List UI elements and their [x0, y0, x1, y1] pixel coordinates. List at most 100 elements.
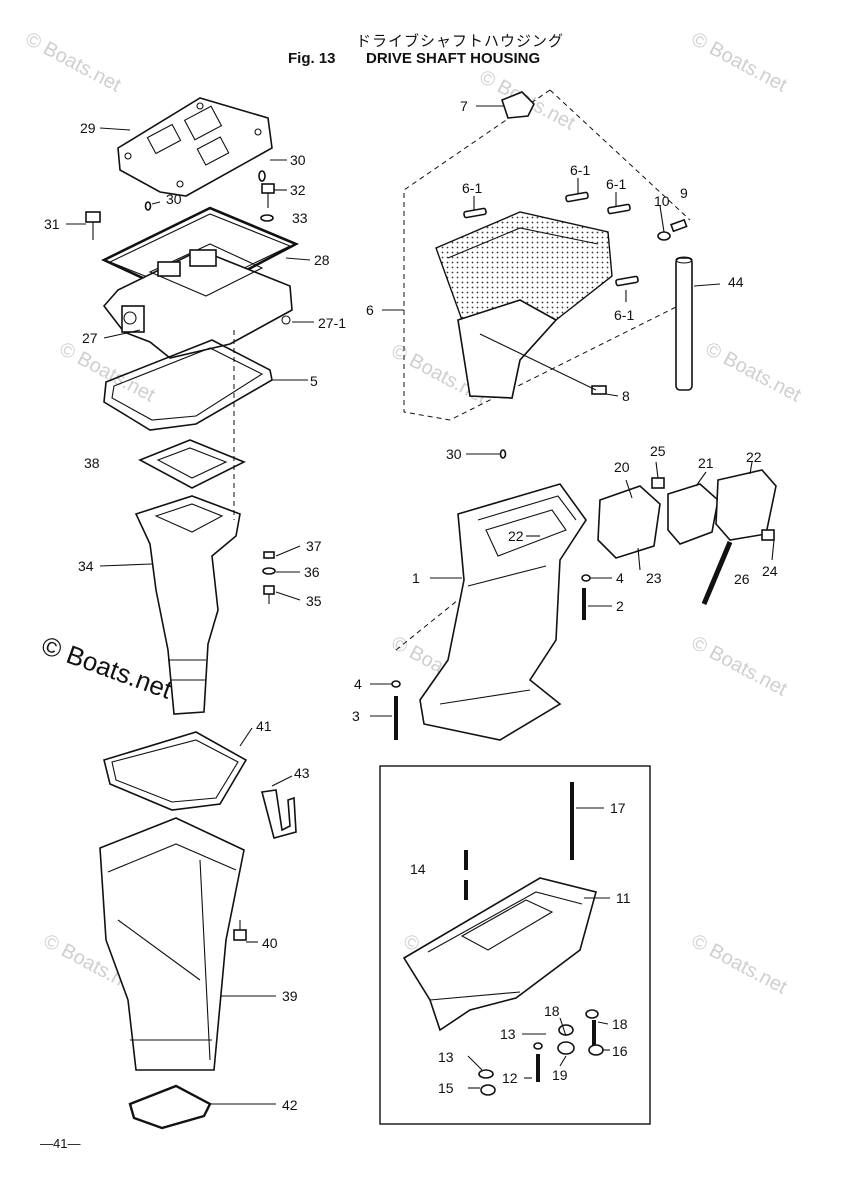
bolt-32 — [261, 183, 275, 208]
pin-30 — [499, 449, 507, 459]
label-42: 42 — [282, 1097, 298, 1113]
cover-6 — [435, 211, 613, 399]
lower-housing-11 — [402, 877, 597, 1032]
label-18: 18 — [612, 1016, 628, 1032]
washer-13 — [533, 1042, 543, 1050]
bolt-24 — [761, 529, 775, 541]
label-7: 7 — [460, 98, 468, 114]
page-number: —41— — [40, 1136, 81, 1151]
label-5: 5 — [310, 373, 318, 389]
label-11: 11 — [616, 890, 631, 906]
nut-18 — [585, 1009, 599, 1019]
nut-18 — [558, 1024, 574, 1036]
cover-plate-21 — [667, 483, 719, 545]
washer-33 — [260, 214, 274, 222]
label-44: 44 — [728, 274, 744, 290]
bolt-25 — [651, 477, 665, 489]
label-27-1: 27-1 — [318, 315, 346, 331]
bolt-washer-35-37 — [262, 551, 276, 604]
label-35: 35 — [306, 593, 322, 609]
screw-9 — [670, 218, 688, 233]
label-10: 10 — [654, 193, 670, 209]
drive-shaft-housing-1 — [419, 483, 587, 741]
plate-38 — [138, 439, 246, 489]
washer-16 — [588, 1044, 604, 1056]
label-41: 41 — [256, 718, 272, 734]
group-bracket-6 — [403, 89, 691, 421]
label-13: 13 — [438, 1049, 454, 1065]
label-9: 9 — [680, 185, 688, 201]
washer-19 — [557, 1041, 575, 1055]
leader-lines — [66, 105, 775, 1105]
pin-30 — [258, 170, 266, 182]
pin-30 — [144, 201, 152, 211]
figure-title: Fig. 13 DRIVE SHAFT HOUSING — [288, 50, 540, 67]
washer-4 — [581, 574, 591, 582]
rod-26 — [701, 541, 733, 605]
label-13: 13 — [500, 1026, 516, 1042]
label-6: 6 — [366, 302, 374, 318]
label-6-1: 6-1 — [570, 162, 590, 178]
label-28: 28 — [314, 252, 330, 268]
gasket-29 — [117, 97, 273, 197]
clip-6-1 — [565, 191, 589, 203]
label-21: 21 — [698, 455, 714, 471]
label-27: 27 — [82, 330, 98, 346]
label-43: 43 — [294, 765, 310, 781]
label-8: 8 — [622, 388, 630, 404]
washer-10 — [657, 231, 671, 241]
clip-43 — [260, 789, 297, 839]
label-30: 30 — [446, 446, 462, 462]
gasket-41 — [103, 731, 248, 811]
label-20: 20 — [614, 459, 630, 475]
label-34: 34 — [78, 558, 94, 574]
cover-plate-20 — [597, 485, 661, 559]
label-1: 1 — [412, 570, 420, 586]
label-19: 19 — [552, 1067, 568, 1083]
washer-4 — [391, 680, 401, 688]
label-32: 32 — [290, 182, 306, 198]
figure-number: Fig. 13 — [288, 50, 336, 67]
label-38: 38 — [84, 455, 100, 471]
bolt-40 — [233, 920, 247, 941]
label-4: 4 — [616, 570, 624, 586]
label-26: 26 — [734, 571, 750, 587]
label-6-1: 6-1 — [606, 176, 626, 192]
label-12: 12 — [502, 1070, 518, 1086]
label-39: 39 — [282, 988, 298, 1004]
part-labels: 29 30 30 32 31 33 28 27-1 27 5 38 34 37 … — [44, 98, 778, 1113]
bolt-31 — [85, 211, 101, 240]
exhaust-pipe-34 — [134, 495, 241, 715]
sub-assembly-frame — [379, 765, 651, 1125]
label-6-1: 6-1 — [462, 180, 482, 196]
label-2: 2 — [616, 598, 624, 614]
label-30: 30 — [290, 152, 306, 168]
clip-6-1 — [615, 275, 639, 287]
label-22: 22 — [508, 528, 524, 544]
label-24: 24 — [762, 563, 778, 579]
label-17: 17 — [610, 800, 626, 816]
label-37: 37 — [306, 538, 322, 554]
cover-39 — [99, 817, 245, 1071]
label-23: 23 — [646, 570, 662, 586]
label-22: 22 — [746, 449, 762, 465]
title-japanese: ドライブシャフトハウジング — [355, 32, 564, 50]
label-31: 31 — [44, 216, 60, 232]
label-36: 36 — [304, 564, 320, 580]
label-6-1: 6-1 — [614, 307, 634, 323]
gasket-42 — [128, 1084, 212, 1130]
screw-8 — [591, 385, 607, 395]
label-16: 16 — [612, 1043, 628, 1059]
tube-44 — [675, 256, 693, 391]
label-4: 4 — [354, 676, 362, 692]
clip-6-1 — [463, 207, 487, 219]
housing-upper-27 — [102, 243, 293, 359]
group-bracket-6 — [549, 89, 691, 221]
washer-13 — [478, 1069, 494, 1079]
label-14: 14 — [410, 861, 426, 877]
label-29: 29 — [80, 120, 96, 136]
grommet-7 — [501, 91, 535, 119]
figure-name: DRIVE SHAFT HOUSING — [366, 50, 541, 67]
label-25: 25 — [650, 443, 666, 459]
